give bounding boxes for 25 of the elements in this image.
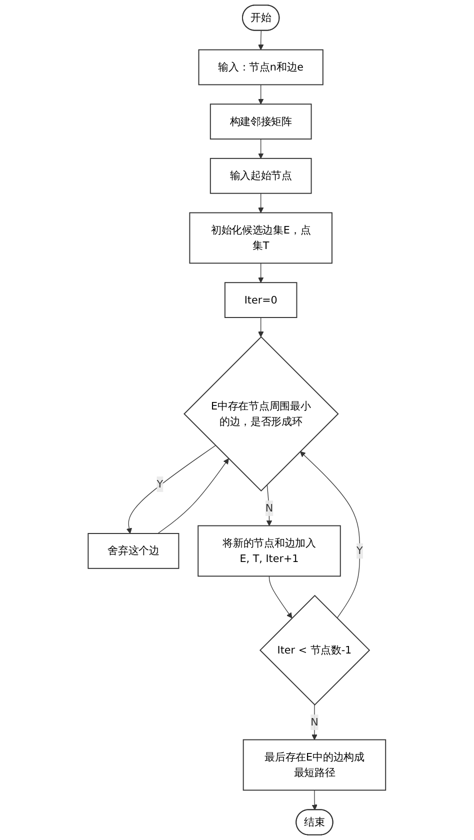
arrow <box>258 193 264 213</box>
edge-label: N <box>310 716 318 728</box>
node-diamond: Iter < 节点数-1 <box>260 594 370 706</box>
edge-label: Y <box>356 544 363 557</box>
edge-label: N <box>265 502 274 514</box>
node-box: 最后存在E中的边构成最短路径 <box>242 739 386 791</box>
node-box: 输入起始节点 <box>210 158 312 194</box>
node-diamond: E中存在节点周围最小的边，是否形成环 <box>184 336 339 492</box>
node-box: 输入：节点n和边e <box>198 49 324 86</box>
arrow <box>312 790 318 810</box>
node-box: 将新的节点和边加入E, T, Iter+1 <box>198 525 341 577</box>
node-box: 构建邻接矩阵 <box>210 104 312 140</box>
node-box: 初始化候选边集E，点集T <box>189 212 333 264</box>
node-box: 舍弃这个边 <box>88 533 180 569</box>
arrow <box>126 445 216 534</box>
node-box: Iter=0 <box>224 282 298 318</box>
arrow <box>258 30 264 50</box>
arrow <box>258 138 264 159</box>
arrow <box>158 458 230 534</box>
arrow <box>269 576 292 618</box>
arrow <box>258 317 264 338</box>
arrow <box>258 262 264 283</box>
arrow <box>300 451 360 618</box>
arrow <box>258 84 264 104</box>
edge-label: Y <box>156 478 164 490</box>
